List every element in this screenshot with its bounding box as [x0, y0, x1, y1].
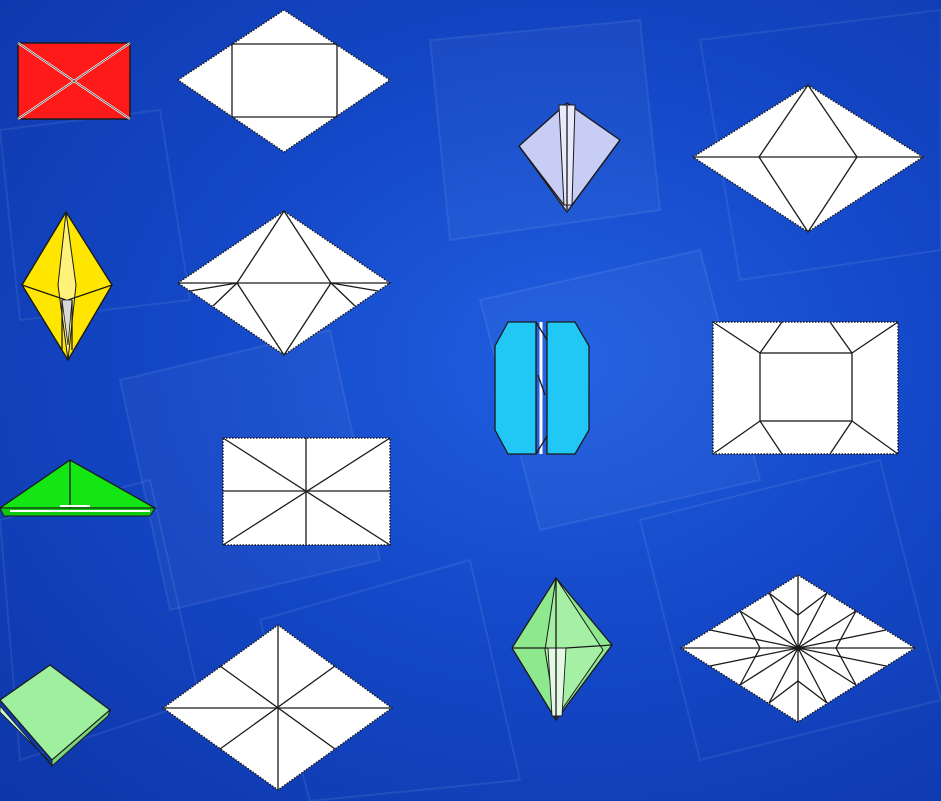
rectangle-frame-diagram — [713, 322, 898, 454]
green-triangle-model — [0, 460, 155, 516]
diamond-radial-star-diagram — [681, 575, 915, 722]
red-envelope-model — [18, 43, 130, 119]
diamond-x-diagram — [163, 625, 392, 790]
diamond-rectangle-diagram — [178, 10, 390, 152]
diamond-triangle-flaps-diagram — [178, 211, 390, 355]
diamond-inner-rhombus-diagram — [693, 85, 923, 232]
rectangle-star-diagram — [223, 438, 390, 545]
yellow-kite-model — [22, 212, 112, 360]
lavender-fan-model — [519, 103, 620, 212]
pale-green-crane-base-model — [512, 578, 612, 720]
cyan-split-hexagon-model — [495, 322, 589, 454]
light-green-square-model — [0, 665, 110, 766]
